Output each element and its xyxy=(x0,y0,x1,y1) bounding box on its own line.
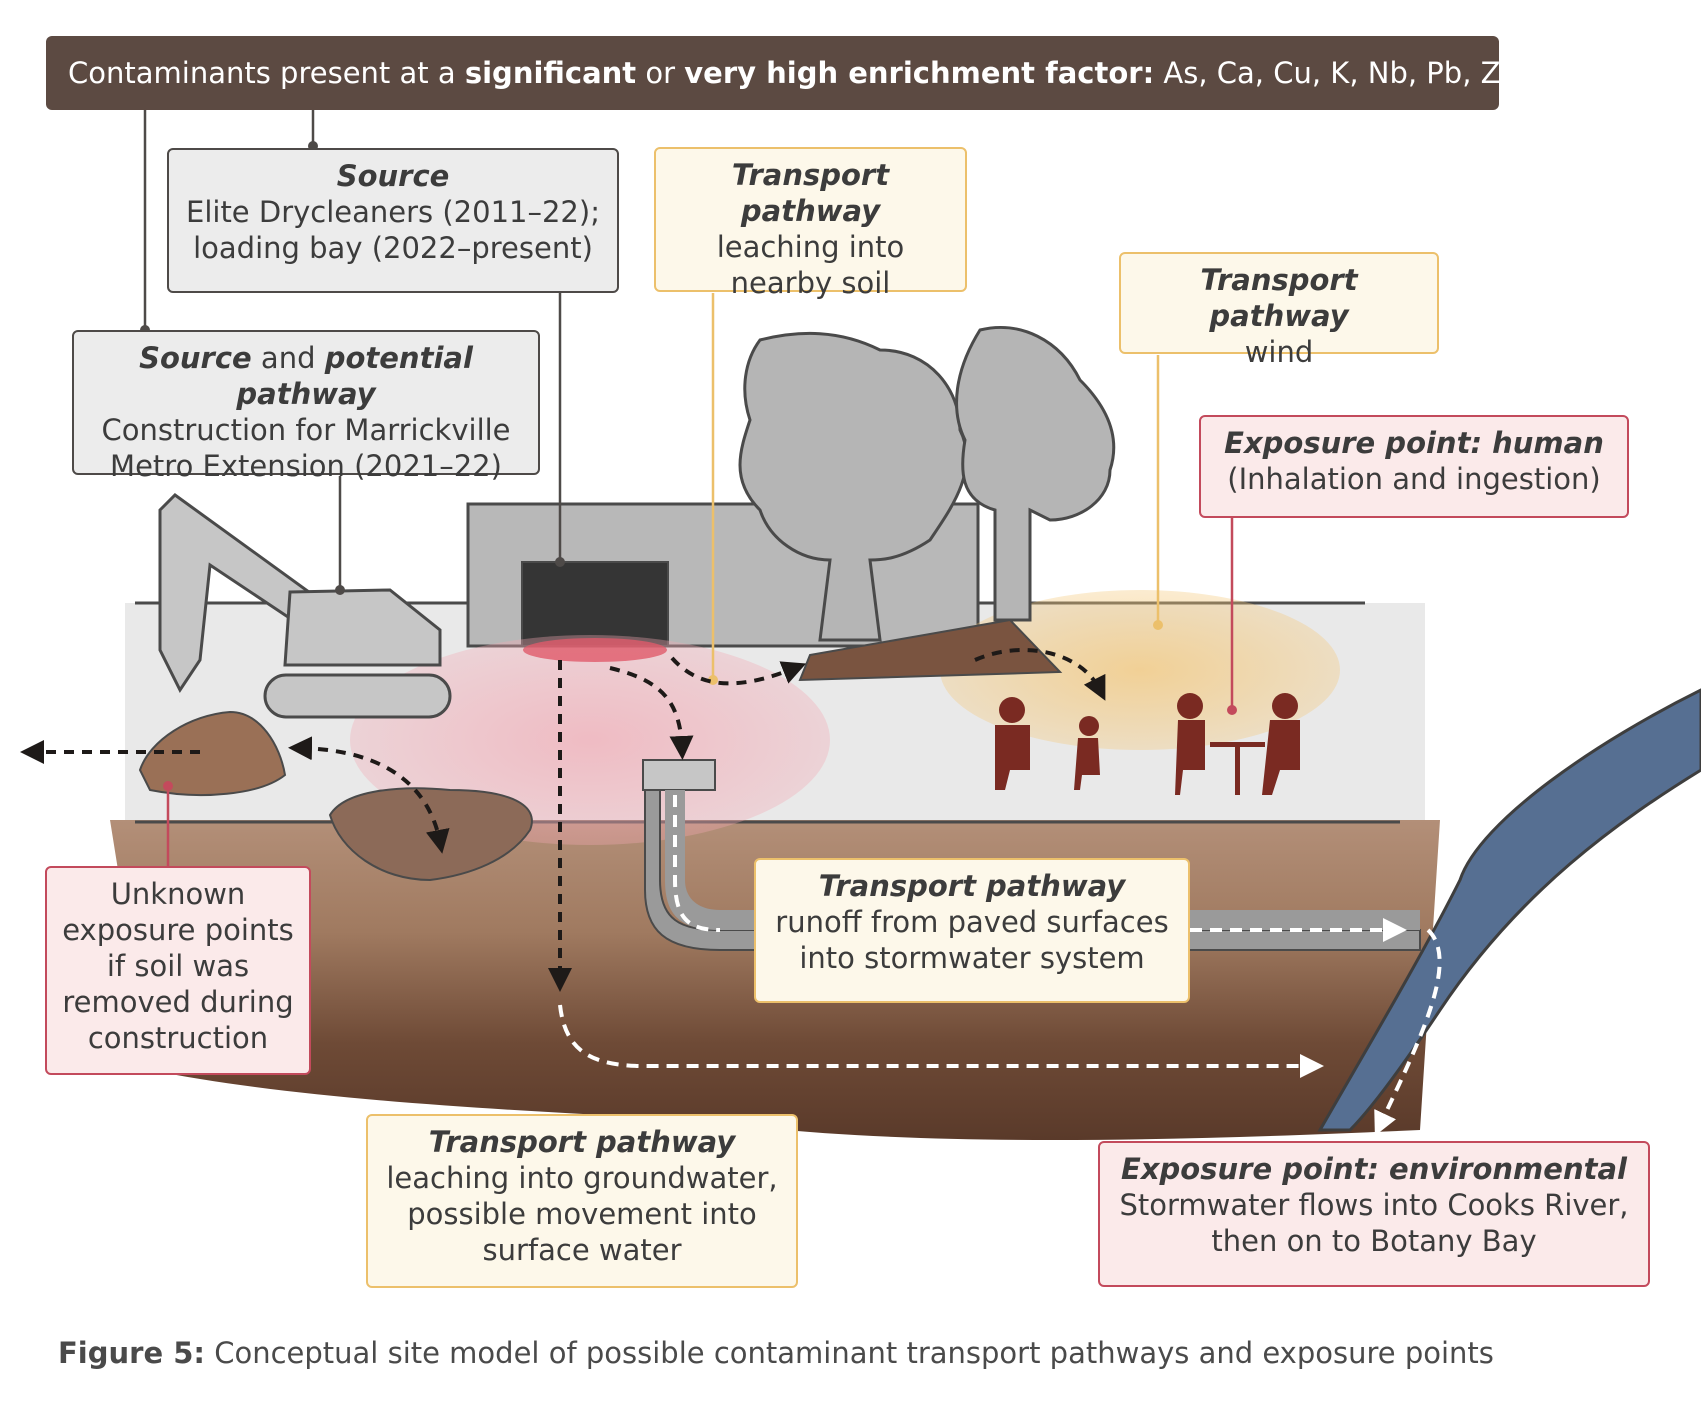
caption-label: Figure 5: xyxy=(58,1336,205,1370)
transport-groundwater-callout: Transport pathway leaching into groundwa… xyxy=(366,1114,798,1288)
banner-bold-significant: significant xyxy=(464,56,637,90)
heading-and: and xyxy=(251,341,325,375)
callout-heading: Transport pathway xyxy=(428,1125,736,1159)
banner-prefix: Contaminants present at a xyxy=(68,56,465,90)
callout-text: Unknown xyxy=(110,877,246,911)
exposure-human-callout: Exposure point: human (Inhalation and in… xyxy=(1199,415,1629,518)
exposure-environmental-callout: Exposure point: environmental Stormwater… xyxy=(1098,1141,1650,1287)
loading-bay xyxy=(521,561,669,647)
transport-wind-callout: Transport pathway wind xyxy=(1119,252,1439,369)
callout-heading: Transport pathway xyxy=(818,869,1126,903)
excavator xyxy=(158,493,452,719)
transport-soil-callout: Transport pathway leaching into nearby s… xyxy=(654,147,967,300)
callout-text: surface water xyxy=(482,1233,682,1267)
callout-text: Metro Extension (2021–22) xyxy=(110,449,502,483)
callout-text: Stormwater flows into Cooks River, xyxy=(1119,1188,1629,1222)
river xyxy=(1317,688,1701,1132)
banner-bold-enrichment: very high enrichment factor: xyxy=(684,56,1155,90)
transport-runoff-callout: Transport pathway runoff from paved surf… xyxy=(754,858,1190,1003)
soil-pile-left xyxy=(138,710,287,796)
tree-left xyxy=(738,331,969,642)
black-dashed-arrows xyxy=(20,648,1106,992)
callout-heading: Exposure point: environmental xyxy=(1121,1152,1627,1186)
callout-heading: Source and potential pathway xyxy=(84,340,528,412)
leader-lines xyxy=(143,110,1234,866)
wind-zone-yellow xyxy=(940,590,1340,750)
contaminants-banner: Contaminants present at a significant or… xyxy=(46,36,1569,110)
callout-text: leaching into xyxy=(716,230,905,264)
callout-text: construction xyxy=(87,1021,269,1055)
callout-text: Construction for Marrickville xyxy=(101,413,511,447)
callout-text: then on to Botany Bay xyxy=(1211,1224,1537,1258)
callout-text: leaching into groundwater, xyxy=(386,1161,778,1195)
callout-text: runoff from paved surfaces xyxy=(775,905,1169,939)
callout-text: removed during xyxy=(62,985,294,1019)
callout-text: into stormwater system xyxy=(799,941,1145,975)
callout-heading: Exposure point: human xyxy=(1224,426,1604,460)
figure-caption: Figure 5: Conceptual site model of possi… xyxy=(58,1336,1494,1370)
callout-heading: Source xyxy=(336,159,450,193)
callout-text: possible movement into xyxy=(407,1197,757,1231)
white-dashed-arrows xyxy=(558,795,1442,1136)
unknown-exposure-callout: Unknown exposure points if soil was remo… xyxy=(45,866,311,1075)
callout-heading: Transport pathway xyxy=(1200,263,1358,333)
tree-right xyxy=(955,325,1116,622)
callout-text: nearby soil xyxy=(730,266,891,300)
banner-mid: or xyxy=(636,56,685,90)
callout-heading: Transport pathway xyxy=(731,158,890,228)
source-drycleaners-callout: Source Elite Drycleaners (2011–22); load… xyxy=(167,148,619,293)
callout-text: Elite Drycleaners (2011–22); xyxy=(186,195,600,229)
callout-text: exposure points xyxy=(62,913,294,947)
loading-bay-spill xyxy=(523,638,667,662)
callout-text: loading bay (2022–present) xyxy=(193,231,593,265)
banner-suffix: As, Ca, Cu, K, Nb, Pb, Zn, Zr xyxy=(1154,56,1570,90)
heading-pathway: potential pathway xyxy=(236,341,473,411)
caption-text: Conceptual site model of possible contam… xyxy=(205,1336,1494,1370)
callout-text: if soil was xyxy=(106,949,250,983)
source-construction-callout: Source and potential pathway Constructio… xyxy=(72,330,540,483)
callout-text: (Inhalation and ingestion) xyxy=(1227,462,1601,496)
heading-source: Source xyxy=(139,341,252,375)
callout-text: wind xyxy=(1244,335,1314,369)
people-figures xyxy=(995,693,1300,795)
